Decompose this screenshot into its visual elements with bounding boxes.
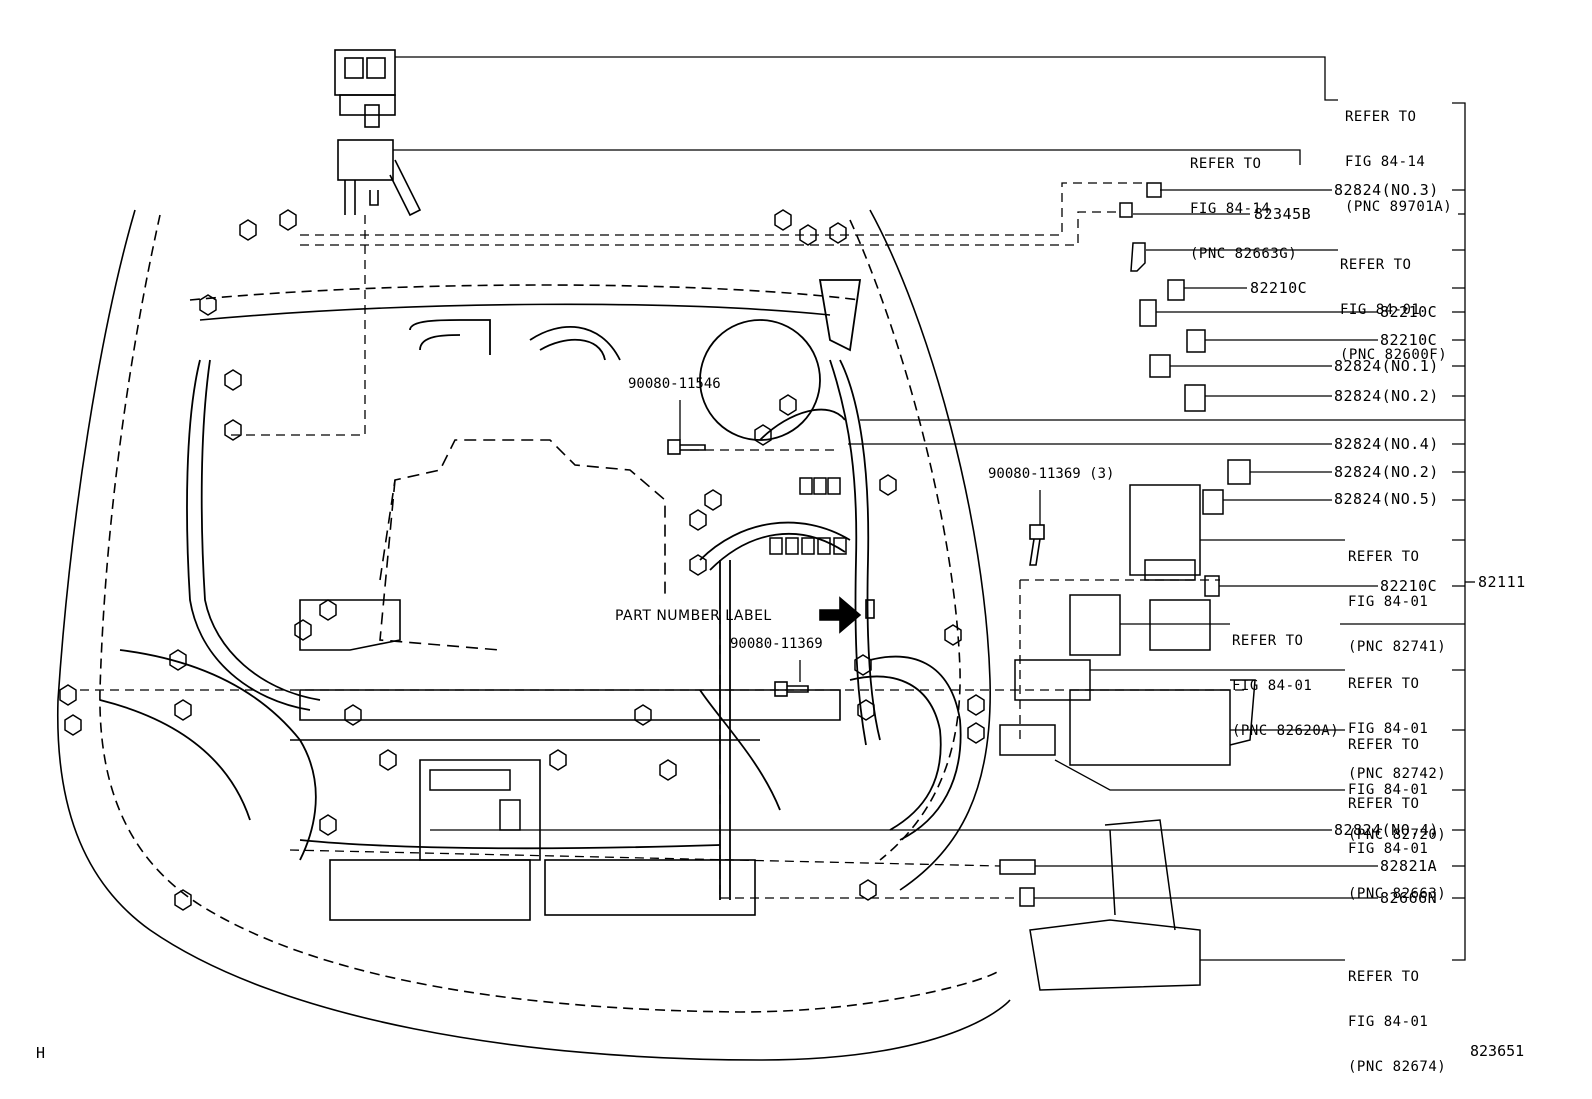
ref-line: (PNC 82620A)	[1232, 723, 1340, 739]
ref-line: FIG 84-01	[1348, 782, 1429, 798]
ref-line: FIG 84-01	[1340, 302, 1421, 318]
engine-outline	[290, 439, 841, 921]
label-arrow	[819, 596, 862, 634]
ref-line: REFER TO	[1348, 796, 1420, 812]
part-82345b: 82345B	[1254, 205, 1312, 223]
leader-lines	[393, 56, 1475, 961]
wire-harness	[99, 279, 962, 900]
bolt-90080-11369-qty3: 90080-11369 (3)	[988, 466, 1115, 482]
ref-line: REFER TO	[1190, 156, 1262, 172]
part-82824-no3: 82824(NO.3)	[1334, 181, 1439, 199]
ref-line: FIG 84-01	[1348, 841, 1429, 857]
corner-mark: H	[36, 1044, 46, 1062]
ref-line: FIG 84-01	[1348, 721, 1429, 737]
ref-pnc-82674: REFER TO FIG 84-01 (PNC 82674)	[1348, 940, 1446, 1090]
ref-line: FIG 84-01	[1232, 678, 1313, 694]
relay-parts	[999, 182, 1256, 991]
part-82210c: 82210C	[1380, 331, 1438, 349]
part-82666n: 82666N	[1380, 889, 1438, 907]
ref-pnc-82620a: REFER TO FIG 84-01 (PNC 82620A)	[1232, 604, 1339, 754]
part-82210c: 82210C	[1380, 577, 1438, 595]
ref-pnc-82663g: REFER TO FIG 84-14 (PNC 82663G)	[1190, 127, 1297, 277]
ref-line: (PNC 89701A)	[1345, 199, 1453, 215]
ref-pnc-82741: REFER TO FIG 84-01 (PNC 82741)	[1348, 520, 1446, 670]
ref-line: REFER TO	[1348, 549, 1420, 565]
ref-pnc-82600f: REFER TO FIG 84-01 (PNC 82600F)	[1340, 228, 1447, 378]
ref-line: REFER TO	[1340, 257, 1412, 273]
part-82210c: 82210C	[1380, 303, 1438, 321]
part-82824-no2: 82824(NO.2)	[1334, 387, 1439, 405]
ref-pnc-82742: REFER TO FIG 84-01 (PNC 82742)	[1348, 647, 1446, 797]
ref-line: FIG 84-14	[1190, 201, 1271, 217]
ref-pnc-89701a: REFER TO FIG 84-14 (PNC 89701A)	[1345, 80, 1452, 230]
part-82111: 82111	[1478, 573, 1526, 591]
ref-line: REFER TO	[1345, 109, 1417, 125]
ref-line: (PNC 82742)	[1348, 766, 1447, 782]
part-82824-no4: 82824(NO.4)	[1334, 435, 1439, 453]
ref-line: REFER TO	[1348, 676, 1420, 692]
part-82824-no4: 82824(NO.4)	[1334, 821, 1439, 839]
ref-line: (PNC 82720)	[1348, 827, 1447, 843]
vehicle-body-outline	[56, 209, 1011, 1061]
ref-pnc-82663: REFER TO FIG 84-01 (PNC 82663)	[1348, 767, 1446, 917]
part-82824-no2: 82824(NO.2)	[1334, 463, 1439, 481]
part-82821a: 82821A	[1380, 857, 1438, 875]
ref-line: REFER TO	[1232, 633, 1304, 649]
ref-line: FIG 84-01	[1348, 594, 1429, 610]
bolt-90080-11546: 90080-11546	[628, 376, 721, 392]
ref-line: (PNC 82674)	[1348, 1059, 1447, 1075]
top-switch-parts	[334, 49, 422, 217]
ref-line: (PNC 82663)	[1348, 886, 1447, 902]
ref-line: REFER TO	[1348, 737, 1420, 753]
ref-pnc-82720: REFER TO FIG 84-01 (PNC 82720)	[1348, 708, 1446, 858]
connectors	[59, 209, 985, 911]
ref-line: REFER TO	[1348, 969, 1420, 985]
figure-number: 823651	[1470, 1042, 1525, 1060]
ref-line: FIG 84-14	[1345, 154, 1426, 170]
ref-line: (PNC 82600F)	[1340, 347, 1448, 363]
part-82824-no1: 82824(NO.1)	[1334, 357, 1439, 375]
dashed-leaders	[80, 182, 1250, 899]
part-number-label-callout: PART NUMBER LABEL	[615, 608, 772, 624]
bolt-90080-11369: 90080-11369	[730, 636, 823, 652]
part-82210c: 82210C	[1250, 279, 1308, 297]
ref-line: (PNC 82741)	[1348, 639, 1447, 655]
ref-line: (PNC 82663G)	[1190, 246, 1298, 262]
part-82824-no5: 82824(NO.5)	[1334, 490, 1439, 508]
ref-line: FIG 84-01	[1348, 1014, 1429, 1030]
